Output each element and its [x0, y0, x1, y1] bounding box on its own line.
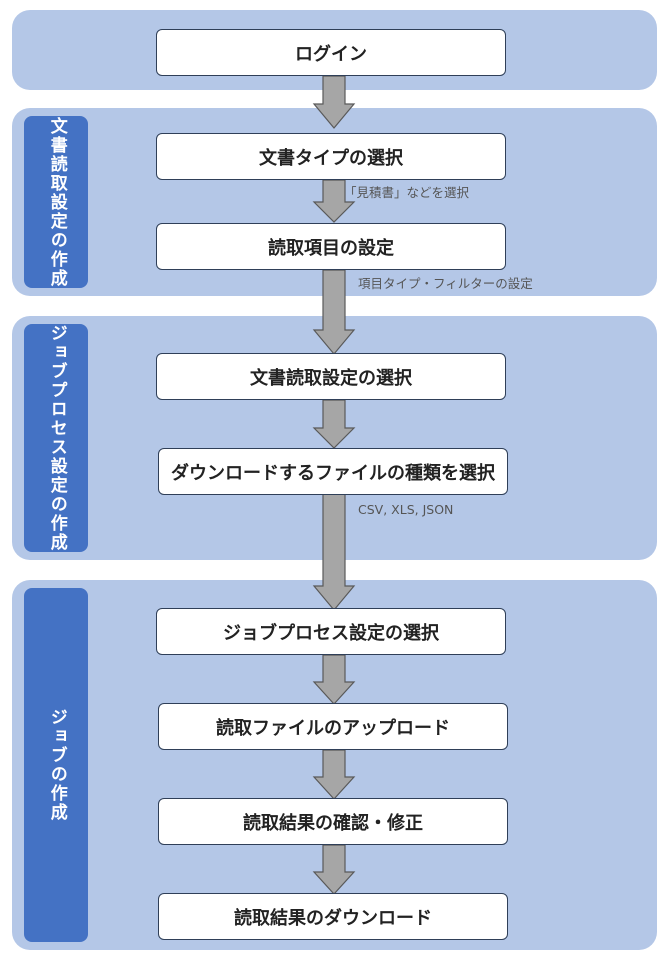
step-configure-reading-items: 読取項目の設定	[156, 223, 506, 270]
arrow-6	[312, 654, 356, 705]
step-select-document-type: 文書タイプの選択	[156, 133, 506, 180]
section-label-job: ジョブの作成	[24, 588, 88, 942]
note-file-types: CSV, XLS, JSON	[358, 502, 454, 517]
arrow-3	[312, 269, 356, 355]
step-select-document-reading-setting: 文書読取設定の選択	[156, 353, 506, 400]
step-download-results: 読取結果のダウンロード	[158, 893, 508, 940]
arrow-2	[312, 179, 356, 223]
step-select-download-file-type: ダウンロードするファイルの種類を選択	[158, 448, 508, 495]
step-select-job-process-setting: ジョブプロセス設定の選択	[156, 608, 506, 655]
arrow-4	[312, 399, 356, 449]
arrow-7	[312, 749, 356, 800]
note-reading-items: 項目タイプ・フィルターの設定	[358, 276, 533, 291]
note-document-type: 「見積書」などを選択	[344, 185, 470, 200]
section-label-job-process: ジョブプロセス設定の作成	[24, 324, 88, 552]
section-label-document-reading: 文書読取設定の作成	[24, 116, 88, 288]
arrow-5	[312, 493, 356, 611]
arrow-8	[312, 844, 356, 895]
step-login: ログイン	[156, 29, 506, 76]
arrow-1	[312, 75, 356, 129]
step-upload-reading-file: 読取ファイルのアップロード	[158, 703, 508, 750]
step-confirm-correct-results: 読取結果の確認・修正	[158, 798, 508, 845]
